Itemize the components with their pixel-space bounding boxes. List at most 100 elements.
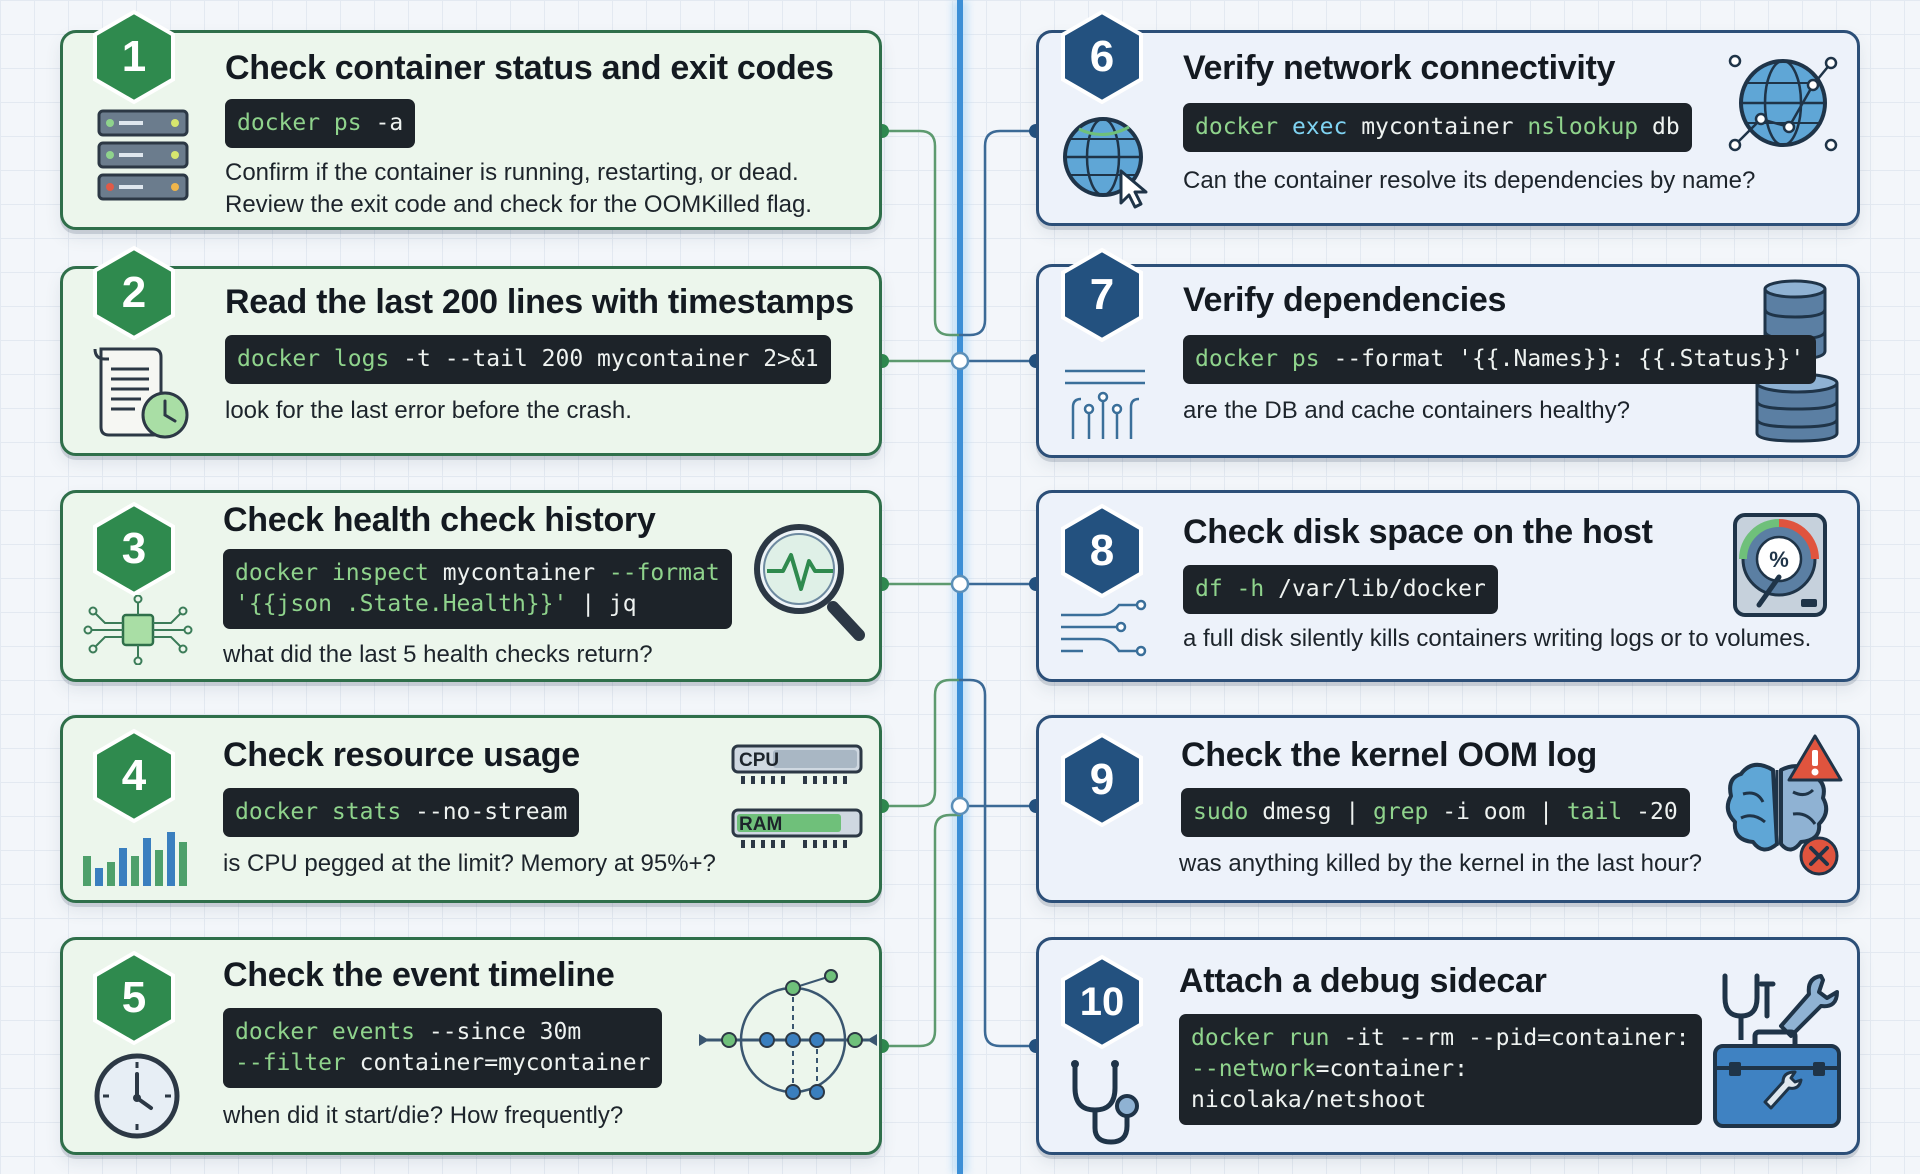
step-title: Check container status and exit codes	[225, 49, 834, 87]
step-description: is CPU pegged at the limit? Memory at 95…	[223, 850, 716, 877]
command-token: docker events	[235, 1019, 416, 1045]
command-block[interactable]: docker ps --format '{{.Names}}: {{.Statu…	[1183, 335, 1817, 384]
command-token: mycontainer	[1347, 114, 1528, 140]
step-card-10: 10 Attach a debug sidecar docker run -it…	[1036, 937, 1860, 1155]
command-token: --format '{{.Names}}: {{.Status}}'	[1319, 346, 1805, 372]
command-token: db	[1638, 114, 1680, 140]
step-number: 6	[1090, 32, 1114, 81]
command-line: nicolaka/netshoot	[1191, 1085, 1690, 1116]
circuit-traces-icon	[1059, 363, 1151, 439]
globe-network-nodes-icon	[1727, 49, 1839, 155]
command-token: -i oom |	[1428, 799, 1567, 825]
command-block[interactable]: sudo dmesg | grep -i oom | tail -20	[1181, 788, 1690, 837]
command-block[interactable]: docker stats --no-stream	[223, 788, 580, 837]
step-number: 7	[1090, 270, 1114, 319]
step-card-3: 3 Check health check history docker ins	[60, 490, 882, 682]
command-token: --network	[1191, 1056, 1316, 1082]
command-block[interactable]: docker run -it --rm --pid=container:--ne…	[1179, 1014, 1702, 1125]
step-badge: 10	[1059, 954, 1145, 1050]
step-description: when did it start/die? How frequently?	[223, 1102, 624, 1129]
heartbeat-magnifier-icon	[749, 519, 869, 645]
step-title: Check disk space on the host	[1183, 513, 1653, 551]
step-number: 4	[122, 751, 147, 800]
command-line: --network=container:	[1191, 1054, 1690, 1085]
cpu-ram-meter-icon: CPU RAM	[729, 742, 867, 854]
clock-icon	[93, 1052, 181, 1140]
command-token: docker ps	[237, 110, 362, 136]
wire-10	[958, 678, 1038, 1048]
server-rack-icon	[93, 105, 193, 205]
circuit-chip-icon	[83, 595, 193, 665]
command-line: --filter container=mycontainer	[235, 1048, 650, 1079]
wire-6	[958, 129, 1038, 337]
command-block[interactable]: docker inspect mycontainer --format'{{js…	[223, 549, 732, 629]
command-block[interactable]: docker logs -t --tail 200 mycontainer 2>…	[225, 335, 831, 384]
step-badge: 7	[1059, 247, 1145, 343]
step-title: Check health check history	[223, 501, 656, 539]
step-card-2: 2 Read the last 200 lines with timestamp…	[60, 245, 882, 456]
step-card-6: 6 Verify network connectivity docker exe…	[1036, 9, 1860, 226]
command-token: --since 30m	[415, 1019, 582, 1045]
command-token: exec	[1291, 114, 1348, 140]
command-line: docker ps --format '{{.Names}}: {{.Statu…	[1195, 344, 1804, 375]
cpu-label: CPU	[739, 750, 779, 771]
command-token: docker ps	[1195, 346, 1320, 372]
step-description: a full disk silently kills containers wr…	[1183, 625, 1812, 652]
step-card-1: 1 Check container status and exit codes …	[60, 9, 882, 230]
command-token: docker run	[1191, 1025, 1330, 1051]
command-token: dmesg |	[1248, 799, 1374, 825]
junction-node	[950, 351, 970, 371]
step-description: was anything killed by the kernel in the…	[1179, 850, 1702, 877]
step-badge: 6	[1059, 9, 1145, 105]
command-block[interactable]: docker exec mycontainer nslookup db	[1183, 103, 1692, 152]
step-title: Attach a debug sidecar	[1179, 962, 1547, 1000]
step-card-9: 9 Check the kernel OOM log sudo dmesg | …	[1036, 715, 1860, 903]
toolbox-stethoscope-icon	[1711, 970, 1843, 1130]
command-block[interactable]: docker events --since 30m--filter contai…	[223, 1008, 663, 1088]
step-badge: 4	[91, 728, 177, 824]
bar-chart-icon	[81, 826, 193, 886]
step-badge: 1	[91, 9, 177, 105]
stethoscope-icon	[1065, 1058, 1149, 1148]
wire-4	[880, 678, 962, 808]
command-token: df -h	[1195, 576, 1265, 602]
step-description-line-2: Review the exit code and check for the O…	[225, 191, 812, 218]
command-token: sudo	[1193, 799, 1249, 825]
step-badge: 5	[91, 950, 177, 1046]
step-title: Check resource usage	[223, 736, 580, 774]
command-token	[1278, 114, 1292, 140]
step-number: 1	[122, 32, 146, 81]
ram-label: RAM	[739, 814, 782, 835]
step-title: Read the last 200 lines with timestamps	[225, 283, 854, 321]
step-badge: 8	[1059, 503, 1145, 599]
step-description: look for the last error before the crash…	[225, 397, 632, 424]
step-title: Check the kernel OOM log	[1181, 736, 1598, 774]
log-scroll-clock-icon	[91, 343, 195, 443]
command-token: tail	[1566, 799, 1623, 825]
step-number: 3	[122, 524, 146, 573]
step-card-7: 7 Verify dependencies docker ps	[1036, 247, 1860, 458]
wire-5	[880, 813, 962, 1048]
command-line: docker run -it --rm --pid=container:	[1191, 1023, 1690, 1054]
step-card-8: 8 % Check disk space on the host df -h /…	[1036, 490, 1860, 682]
command-token: -a	[361, 110, 404, 136]
step-card-5: 5 Check the event	[60, 937, 882, 1155]
command-token: --format	[608, 560, 720, 586]
command-token: =container:	[1315, 1056, 1468, 1082]
command-block[interactable]: docker ps -a	[225, 99, 416, 148]
command-token: -20	[1622, 799, 1678, 825]
command-token: docker stats	[235, 799, 402, 825]
junction-node	[950, 574, 970, 594]
command-token: mycontainer	[428, 560, 609, 586]
step-number: 8	[1090, 526, 1114, 575]
timeline-graph-icon	[695, 968, 881, 1108]
network-globe-icon	[1059, 113, 1155, 209]
command-token: /var/lib/docker	[1264, 576, 1486, 602]
step-description: are the DB and cache containers healthy?	[1183, 397, 1630, 424]
command-line: df -h /var/lib/docker	[1195, 574, 1486, 605]
step-title: Check the event timeline	[223, 956, 615, 994]
step-description-line-1: Confirm if the container is running, res…	[225, 159, 799, 186]
command-token: --filter	[235, 1050, 346, 1076]
command-line: docker events --since 30m	[235, 1017, 650, 1048]
command-block[interactable]: df -h /var/lib/docker	[1183, 565, 1498, 614]
